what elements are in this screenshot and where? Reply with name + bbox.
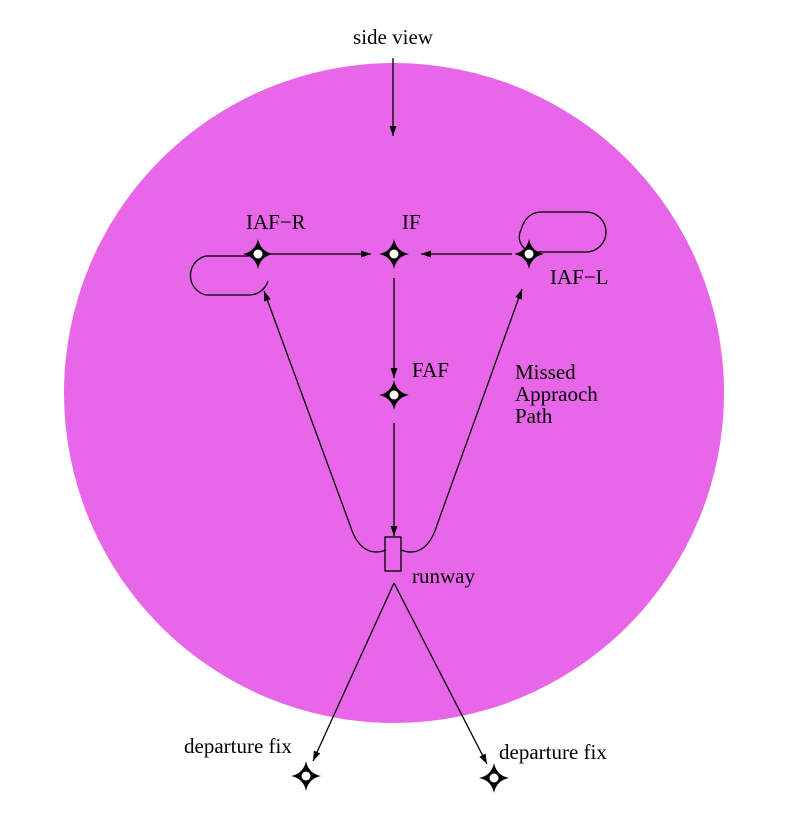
holding-pattern-right	[518, 211, 607, 253]
missed-approach-path-right	[400, 288, 523, 553]
departure-fix-right-label: departure fix	[499, 740, 607, 764]
fix-icon	[514, 239, 544, 269]
iaf-l-label: IAF−L	[550, 265, 609, 289]
faf-label: FAF	[412, 358, 449, 382]
missed-approach-label-line2: Appraoch	[515, 382, 598, 406]
holding-pattern-left	[189, 255, 269, 296]
departure-path-right	[393, 582, 488, 765]
side-view-label: side view	[353, 25, 434, 49]
fix-icon	[479, 763, 509, 793]
fix-icon	[243, 239, 273, 269]
runway-label: runway	[412, 564, 475, 588]
runway-rect	[384, 536, 402, 572]
missed-approach-label-line3: Path	[515, 404, 553, 428]
if-label: IF	[402, 210, 421, 234]
fix-icon	[379, 380, 409, 410]
departure-path-left	[312, 582, 395, 762]
fix-icon	[379, 239, 409, 269]
iaf-r-label: IAF−R	[246, 210, 306, 234]
fix-icon	[291, 761, 321, 791]
missed-approach-path-left	[263, 290, 387, 553]
missed-approach-label-line1: Missed	[515, 360, 576, 384]
departure-fix-left-label: departure fix	[184, 734, 292, 758]
